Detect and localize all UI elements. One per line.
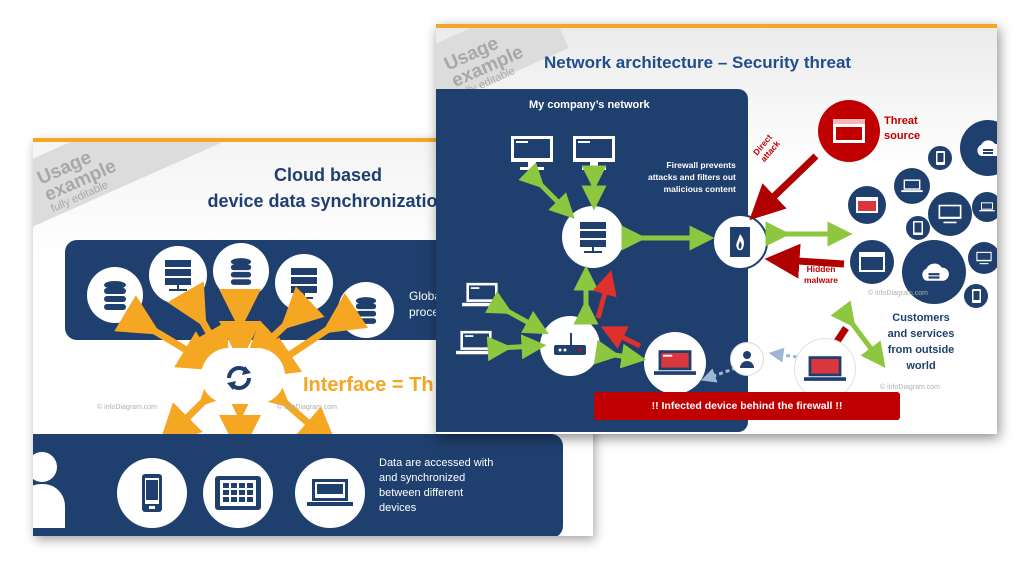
- phone-icon: [971, 289, 981, 303]
- monitor-bubble: [928, 192, 972, 236]
- sync-cloud: [201, 348, 285, 404]
- cloud-bubble-main: [902, 240, 966, 304]
- infected-banner: !! Infected device behind the firewall !…: [594, 392, 900, 420]
- copyright-right: © infoDiagram.com: [880, 384, 941, 391]
- bottom-panel-text: Data are accessed with and synchronized …: [379, 456, 493, 516]
- infected-laptop-circle: [644, 332, 706, 394]
- threat-source-line1: Threat: [884, 115, 918, 127]
- phone-icon: [142, 474, 162, 512]
- laptop-icon: [979, 202, 995, 212]
- bottom-text-line4: devices: [379, 502, 417, 514]
- hidden-malware-label: Hidden malware: [804, 264, 838, 286]
- tablet-icon: [215, 476, 261, 510]
- laptop-bubble: [894, 168, 930, 204]
- bottom-text-line1: Data are accessed with: [379, 457, 494, 469]
- monitor-bubble-2: [968, 242, 997, 274]
- top-panel-text-line1: Globa: [409, 289, 442, 303]
- threat-tab-bubble: [848, 186, 886, 224]
- infected-laptop-icon: [654, 350, 696, 375]
- folder-bubble: [850, 240, 894, 284]
- monitor-icon: [510, 135, 554, 176]
- person-body: [33, 484, 65, 528]
- laptop-icon: [307, 479, 353, 506]
- infected-banner-text: !! Infected device behind the firewall !…: [651, 400, 843, 412]
- tablet-icon: [913, 221, 923, 235]
- cloud-icon: [977, 140, 997, 156]
- hidden-malware-line1: Hidden: [806, 264, 836, 274]
- database-icon: [230, 258, 252, 285]
- copyright-mid: © infoDiagram.com: [277, 404, 338, 411]
- phone-circle: [117, 458, 187, 528]
- front-slide-title: Network architecture – Security threat: [544, 53, 852, 72]
- monitor-icon: [938, 204, 962, 224]
- firewall-note-line2: attacks and filters out: [648, 172, 736, 182]
- back-title-line1: Cloud based: [273, 165, 382, 185]
- laptop-circle: [295, 458, 365, 528]
- phone-icon: [935, 151, 945, 165]
- firewall-note-line1: Firewall prevents: [666, 160, 736, 170]
- front-slide: Usage example fully editable Network arc…: [436, 24, 997, 434]
- person-icon: [740, 351, 754, 368]
- router-icon: [554, 333, 586, 355]
- threat-browser-icon: [833, 119, 865, 143]
- customers-line1: Customers: [892, 312, 950, 324]
- person-icon: [33, 452, 57, 482]
- browser-icon: [859, 252, 885, 272]
- customers-label: Customers and services from outside worl…: [876, 310, 966, 374]
- browser-icon: [856, 197, 878, 213]
- outside-laptop-icon: [804, 356, 846, 381]
- monitor-icon: [572, 135, 616, 176]
- copyright-left: © infoDiagram.com: [97, 404, 158, 411]
- router-circle: [540, 316, 600, 376]
- person-circle: [730, 342, 764, 376]
- sync-icon: [223, 364, 255, 397]
- bottom-text-line2: and synchronized: [379, 472, 466, 484]
- hidden-malware-line2: malware: [804, 275, 839, 285]
- copyright-cloud: © infoDiagram.com: [868, 290, 929, 297]
- firewall-note-line3: malicious content: [663, 184, 736, 194]
- cloud-bubble-top: [960, 120, 997, 176]
- threat-source-label: Threat source: [884, 114, 920, 144]
- phone-bubble: [928, 146, 952, 170]
- panel-title: My company’s network: [529, 99, 650, 111]
- top-panel-text: Globa proce: [409, 288, 441, 320]
- cloud-icon: [922, 263, 949, 281]
- firewall-note: Firewall prevents attacks and filters ou…: [648, 159, 736, 195]
- tablet-bubble: [906, 216, 930, 240]
- monitor-icon: [976, 251, 992, 265]
- laptop-bubble-2: [972, 192, 997, 222]
- interface-text: Interface = Th: [303, 374, 434, 396]
- phone-bubble-2: [964, 284, 988, 308]
- spacer: [984, 114, 997, 128]
- threat-source-line2: source: [884, 130, 921, 142]
- tablet-circle: [203, 458, 273, 528]
- server-icon: [580, 222, 606, 253]
- laptop-icon: [456, 330, 496, 361]
- firewall-icon: [730, 227, 750, 257]
- back-slide-title: Cloud based device data synchronization: [168, 162, 488, 214]
- outside-laptop-circle: [794, 338, 856, 400]
- customers-line3: from outside: [887, 344, 955, 356]
- orange-arrows: [114, 281, 369, 457]
- laptop-icon: [901, 179, 923, 193]
- bottom-text-line3: between different: [379, 487, 464, 499]
- threat-source-circle: [818, 100, 880, 162]
- back-title-line2: device data synchronization: [207, 191, 449, 211]
- customers-line2: and services: [887, 328, 955, 340]
- top-panel-text-line2: proce: [409, 305, 440, 319]
- customers-line4: world: [906, 360, 936, 372]
